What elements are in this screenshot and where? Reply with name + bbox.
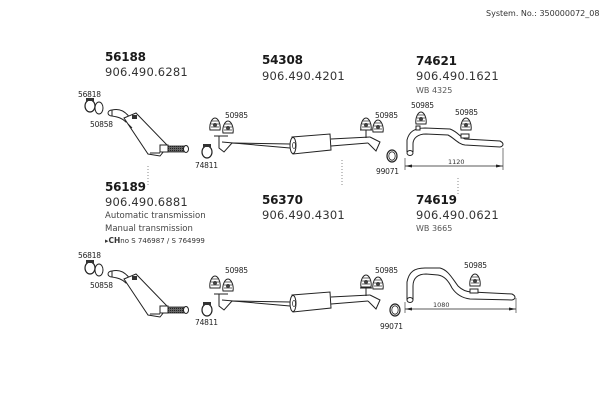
part-number: 906.490.6881 — [105, 195, 188, 209]
hanger-icon — [209, 117, 234, 134]
part-label: 74811 — [195, 318, 218, 327]
ref-number: 54308 — [262, 53, 303, 67]
transmission-note: Manual transmission — [105, 224, 193, 234]
part-label: 56818 — [78, 251, 101, 260]
system-number: System. No.: 350000072_08 — [486, 9, 600, 18]
ref-number: 56188 — [105, 50, 146, 64]
arrow-icon: ▸ — [105, 237, 109, 245]
clamp-icon — [389, 303, 401, 317]
front-section-top — [84, 97, 189, 157]
part-number: 906.490.0621 — [416, 208, 499, 222]
clamp-icon — [84, 259, 96, 275]
part-label: 50985 — [225, 266, 248, 275]
part-label: 50985 — [225, 111, 248, 120]
clamp-icon — [386, 149, 398, 163]
part-label: 56818 — [78, 90, 101, 99]
hanger-icon — [415, 111, 472, 131]
gasket-icon — [94, 263, 104, 277]
part-label: 50985 — [464, 261, 487, 270]
part-label: 99071 — [380, 322, 403, 331]
middle-section-top — [214, 129, 381, 155]
front-section-bottom — [84, 259, 189, 318]
dimension-label: 1120 — [448, 158, 465, 166]
part-number: 906.490.6281 — [105, 65, 188, 79]
part-number: 906.490.4201 — [262, 69, 345, 83]
part-number: 906.490.1621 — [416, 69, 499, 83]
hanger-icon — [209, 275, 234, 292]
part-label: 50858 — [90, 281, 113, 290]
hanger-icon — [469, 273, 481, 287]
part-label: 99071 — [376, 167, 399, 176]
wheelbase-note: WB 4325 — [416, 86, 453, 95]
part-label: 50858 — [90, 120, 113, 129]
wheelbase-note: WB 3665 — [416, 224, 453, 233]
middle-section-bottom — [214, 287, 381, 313]
transmission-note: Automatic transmission — [105, 211, 206, 221]
clamp-icon — [84, 97, 96, 113]
hanger-icon — [360, 274, 384, 290]
ref-number: 74621 — [416, 54, 457, 68]
tail-section-bottom — [404, 267, 517, 313]
ref-number: 56370 — [262, 193, 303, 207]
ref-number: 56189 — [105, 180, 146, 194]
chassis-prefix: CH — [108, 236, 121, 245]
gasket-icon — [94, 101, 104, 115]
chassis-suffix: no — [120, 237, 130, 245]
chassis-range: ▸CHno S 746987 / S 764999 — [105, 236, 205, 245]
clamp-icon — [201, 301, 213, 317]
tail-section-top — [404, 111, 504, 170]
ref-number: 74619 — [416, 193, 457, 207]
part-label: 50985 — [375, 266, 398, 275]
part-label: 50985 — [375, 111, 398, 120]
part-label: 74811 — [195, 161, 218, 170]
part-label: 50985 — [411, 101, 434, 110]
clamp-icon — [201, 143, 213, 159]
chassis-range-value: S 746987 / S 764999 — [131, 237, 205, 245]
part-number: 906.490.4301 — [262, 208, 345, 222]
part-label: 50985 — [455, 108, 478, 117]
dimension-label: 1080 — [433, 301, 450, 309]
